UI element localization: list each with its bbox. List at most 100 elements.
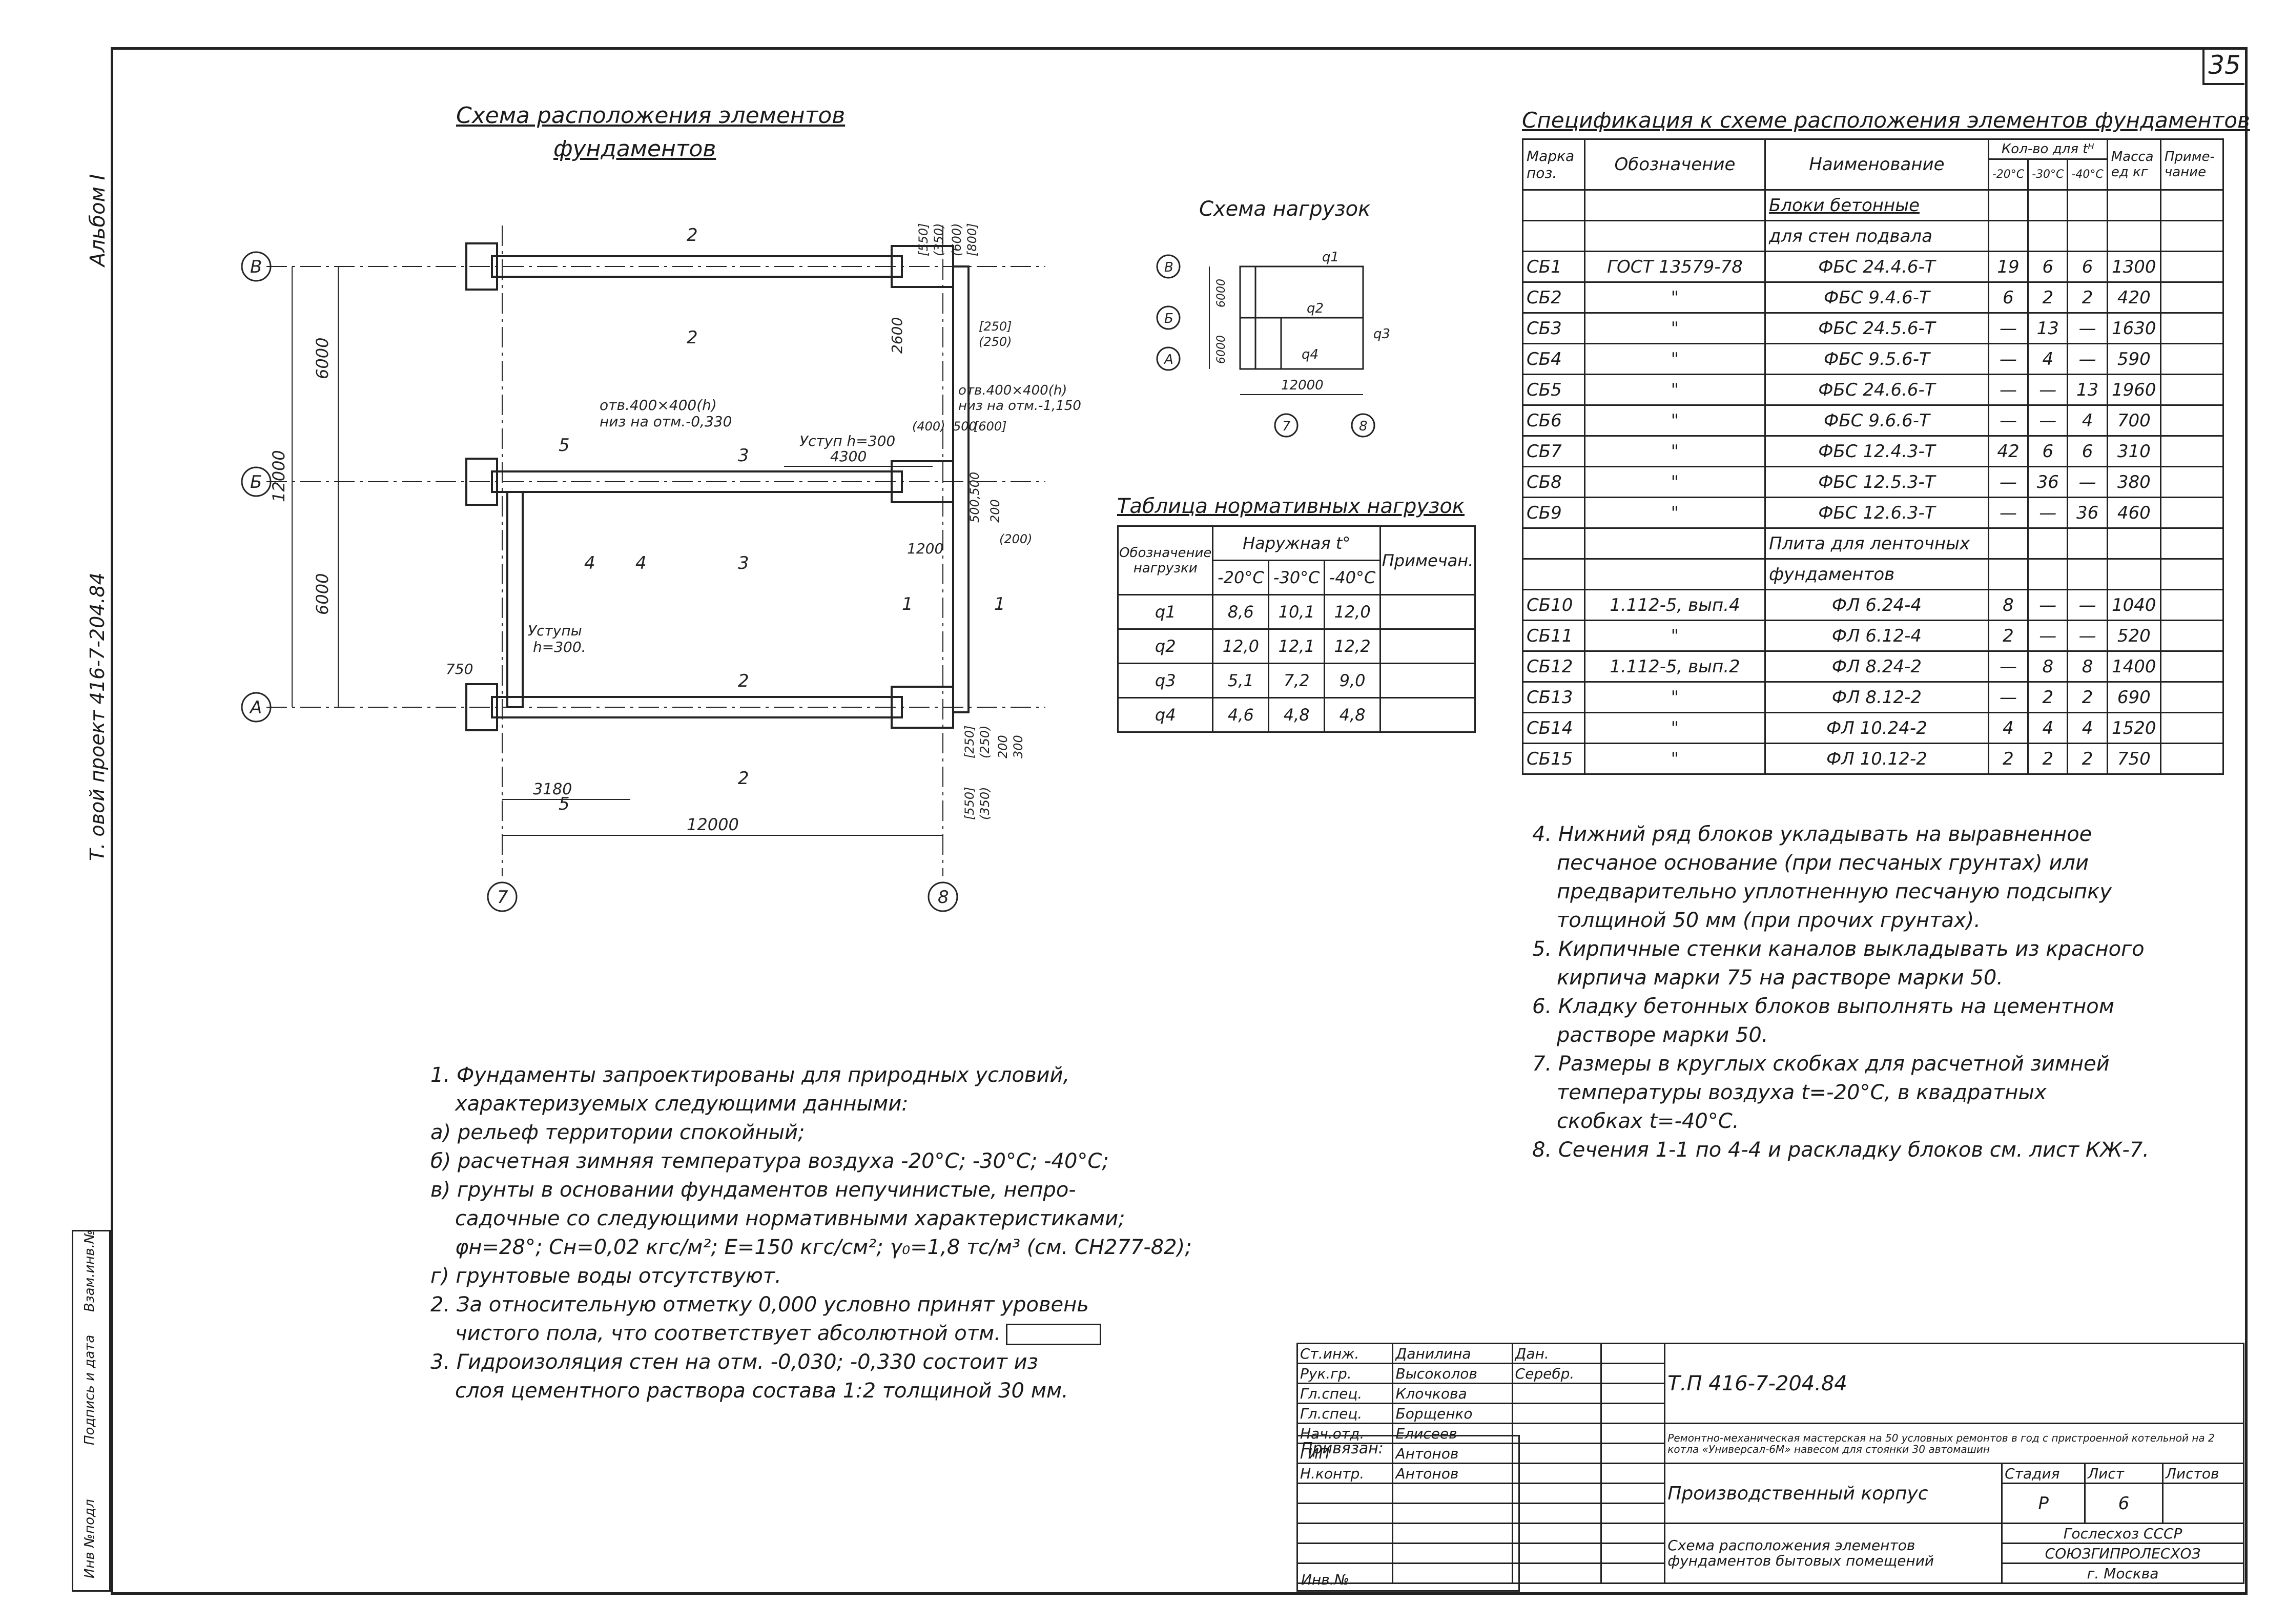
spec-qty: 4	[1987, 712, 2029, 744]
stamp-role: Нач.отд.	[1296, 1423, 1394, 1444]
spec-qty: —	[2027, 404, 2069, 437]
spec-mark: СБ10	[1522, 589, 1585, 621]
section-1b: 1	[994, 594, 1005, 614]
opening-note-1: отв.400×400(h)	[600, 397, 717, 414]
spec-group2-b: фундаментов	[1764, 558, 1989, 590]
dim-b-mid2: 200	[988, 499, 1002, 523]
dim-600: [600]	[974, 419, 1007, 434]
spec-name: ФЛ 10.12-2	[1764, 743, 1989, 775]
spec-qty: 36	[2067, 497, 2108, 529]
sheet-frame	[111, 47, 2248, 1595]
stamp-stage: Р	[2001, 1483, 2086, 1524]
load-note-cell	[1379, 594, 1476, 630]
dim-b-bot5: [550]	[962, 787, 977, 820]
spec-mass: 1960	[2106, 374, 2161, 406]
spec-mass: 380	[2106, 466, 2161, 498]
spec-note	[2159, 681, 2224, 713]
load-v: 7,2	[1268, 663, 1326, 698]
spec-note	[2159, 404, 2224, 437]
spec-row: СБ3"ФБС 24.5.6-Т—13—1630	[1522, 312, 2224, 344]
foundation-plan: В Б А 7 8 6000 12000 6000 750 3180 12000…	[241, 223, 1081, 912]
spec-name: ФБС 9.4.6-Т	[1764, 281, 1989, 314]
note-line: 7. Размеры в круглых скобках для расчетн…	[1532, 1052, 2110, 1076]
steps-note-2: h=300.	[533, 639, 586, 655]
load-v: 12,0	[1324, 594, 1381, 630]
load-q: q2	[1117, 628, 1214, 664]
stamp-role: Рук.гр.	[1296, 1363, 1394, 1384]
ls-q4: q4	[1302, 347, 1318, 362]
note-line: 1. Фундаменты запроектированы для природ…	[430, 1063, 1070, 1087]
spec-note	[2159, 650, 2224, 683]
stamp-name: Высоколов	[1392, 1363, 1513, 1384]
spec-row: СБ8"ФБС 12.5.3-Т—36—380	[1522, 466, 2224, 498]
dim-b-bot6: (350)	[978, 787, 992, 820]
spec-mark: СБ11	[1522, 620, 1585, 652]
dim-1200: 1200	[907, 540, 943, 557]
spec-name: ФЛ 10.24-2	[1764, 712, 1989, 744]
spec-qty: 6	[2067, 251, 2108, 283]
step-note: Уступ h=300	[799, 433, 895, 449]
spec-qty: 2	[2067, 281, 2108, 314]
spec-qty: —	[2027, 620, 2069, 652]
spec-qty: 8	[2067, 650, 2108, 683]
spec-qty: 8	[2027, 650, 2069, 683]
steps-note-1: Уступы	[528, 622, 582, 639]
note-line: скобках t=-40°С.	[1557, 1109, 1739, 1133]
note-line: а) рельеф территории спокойный;	[430, 1121, 805, 1144]
section-2a: 2	[687, 225, 698, 245]
load-note-cell	[1379, 697, 1476, 733]
spec-qty: 6	[1987, 281, 2029, 314]
page-number: 35	[2202, 47, 2244, 85]
plan-title-2: фундаментов	[553, 136, 716, 162]
stamp-role: Гл.спец.	[1296, 1383, 1394, 1404]
dim-4300: 4300	[830, 448, 867, 465]
load-h-note: Примечан.	[1379, 525, 1476, 595]
section-4a: 4	[584, 553, 595, 573]
stamp-desc: Ремонтно-механическая мастерская на 50 у…	[1664, 1423, 2244, 1464]
note-line: φн=28°; Сн=0,02 кгс/м²; Е=150 кгс/см²; γ…	[455, 1236, 1192, 1259]
load-q: q3	[1117, 663, 1214, 698]
spec-qty: 42	[1987, 435, 2029, 467]
spec-mass: 420	[2106, 281, 2161, 314]
spec-mark: СБ7	[1522, 435, 1585, 467]
dim-500: 500	[953, 419, 977, 434]
dim-b-top2: (350)	[932, 223, 946, 256]
album-label: Альбом I	[86, 174, 110, 266]
spec-name: ФБС 12.5.3-Т	[1764, 466, 1989, 498]
ls-dim-6000b: 6000	[1215, 335, 1228, 364]
dim-b-bot2: (250)	[978, 725, 992, 758]
ls-axis-8: 8	[1359, 419, 1368, 434]
spec-note	[2159, 466, 2224, 498]
spec-group1-b: для стен подвала	[1764, 220, 1989, 252]
spec-mass: 750	[2106, 743, 2161, 775]
load-v: 12,0	[1212, 628, 1270, 664]
spec-qty: 2	[1987, 743, 2029, 775]
dim-b-bot3: 200	[996, 735, 1010, 758]
spec-qty: 2	[2027, 281, 2069, 314]
axis-v: В	[250, 257, 262, 277]
spec-qty: —	[2067, 589, 2108, 621]
spec-qty: 2	[1987, 620, 2029, 652]
note-line: 5. Кирпичные стенки каналов выкладывать …	[1532, 937, 2145, 961]
section-5a: 5	[559, 435, 570, 456]
ls-axis-v: В	[1164, 260, 1173, 275]
ls-q1: q1	[1322, 250, 1339, 265]
load-v: 10,1	[1268, 594, 1326, 630]
spec-qty: —	[1987, 681, 2029, 713]
note-line: садочные со следующими нормативными хара…	[455, 1207, 1125, 1230]
spec-qty: 2	[2027, 743, 2069, 775]
load-t3: -40°С	[1324, 560, 1381, 595]
spec-mass: 310	[2106, 435, 2161, 467]
stamp-sheet: 6	[2084, 1483, 2164, 1524]
spec-qty: 13	[2027, 312, 2069, 344]
spec-qty: —	[1987, 404, 2029, 437]
section-2b: 2	[687, 327, 698, 348]
load-t2: -30°С	[1268, 560, 1326, 595]
